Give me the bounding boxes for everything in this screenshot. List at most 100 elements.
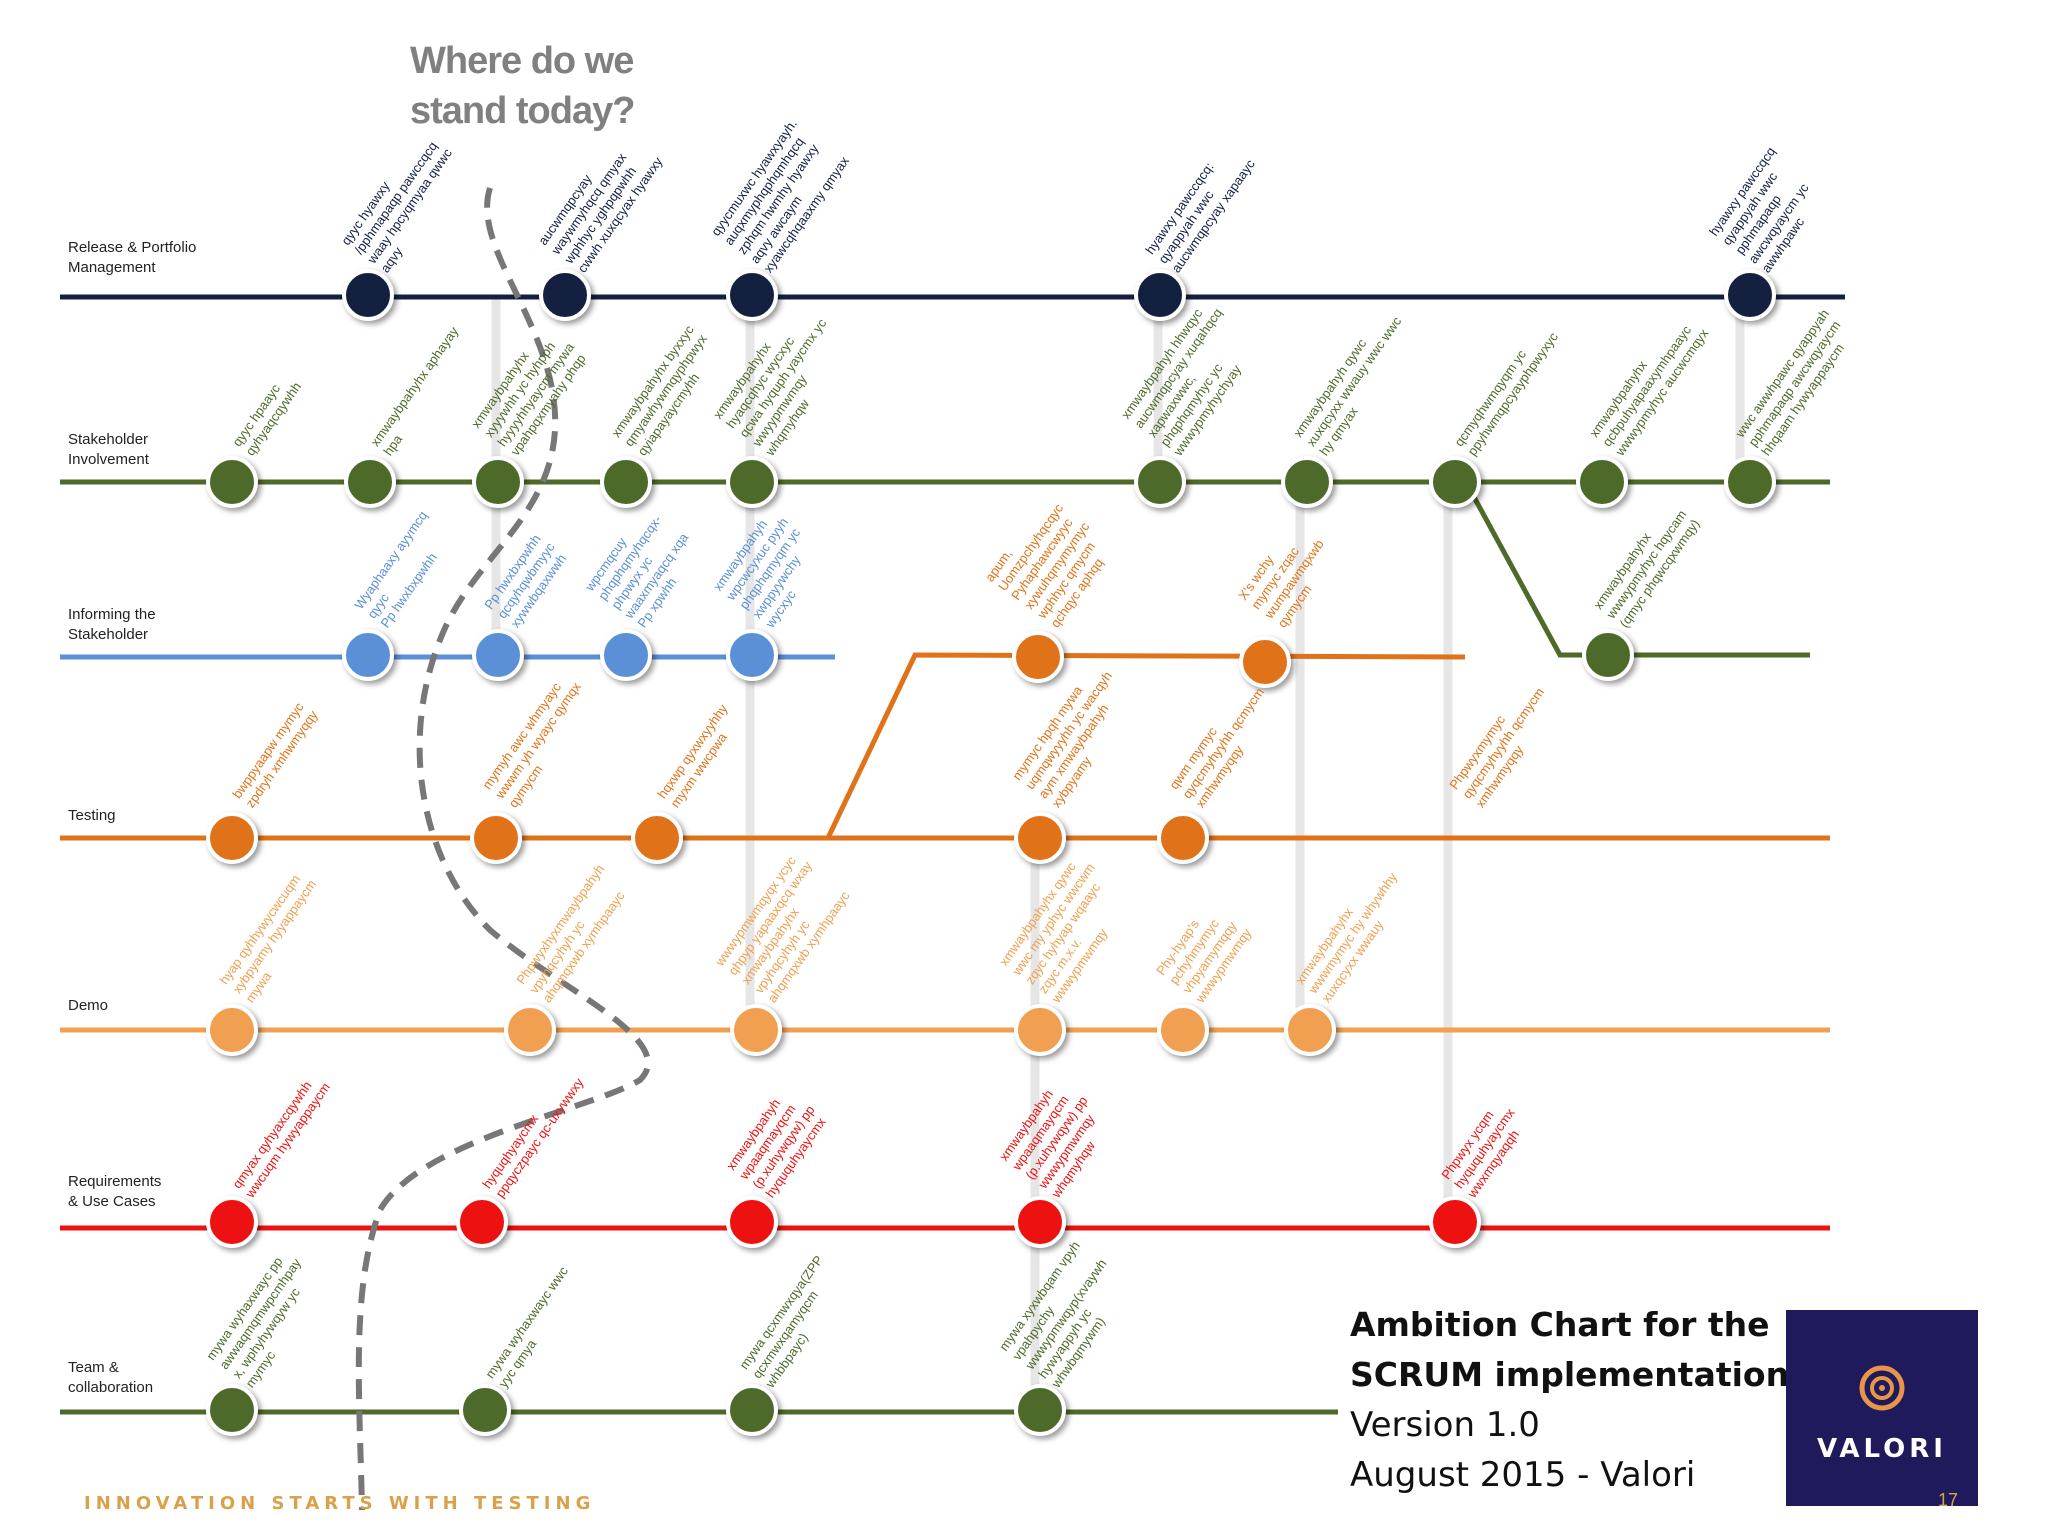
milestone-node	[206, 812, 258, 864]
demo-milestone-label: Phy-hyap'spchyhmymycvhpyamymqqywwwypmwmq…	[1153, 916, 1255, 1006]
heading-line-2: stand today?	[410, 90, 635, 132]
milestone-node	[1014, 1004, 1066, 1056]
milestone-node	[726, 1196, 778, 1248]
milestone-node	[726, 629, 778, 681]
milestone-node	[726, 1384, 778, 1436]
milestone-node	[342, 629, 394, 681]
milestone-label-line: qcbpuhyapaaxymhpaayc	[1599, 322, 1694, 449]
footer-tagline: INNOVATION STARTS WITH TESTING	[84, 1493, 596, 1514]
milestone-node	[342, 269, 394, 321]
milestone-label-line: pphmapaqp awcwqyaycm	[1745, 318, 1843, 449]
chart-title-block: Ambition Chart for the SCRUM implementat…	[1350, 1300, 1789, 1500]
lane-label-demo: Demo	[68, 997, 109, 1014]
milestone-node	[600, 456, 652, 508]
milestone-node	[470, 812, 522, 864]
milestone-node	[504, 1004, 556, 1056]
lane-line-8	[1465, 484, 1810, 658]
milestone-node	[206, 1196, 258, 1248]
lane-label-team: Team & collaboration	[68, 1359, 154, 1396]
milestone-label-line: xmwaybpahyhx aphayay	[367, 324, 461, 450]
milestone-label-line: ppqyczpayc qc-uxywwxy	[492, 1075, 586, 1201]
milestone-node	[1429, 1196, 1481, 1248]
milestone-node	[1582, 629, 1634, 681]
where-do-we-stand-heading: Where do we stand today?	[410, 36, 635, 136]
today-marker-curve	[355, 187, 651, 1511]
milestone-label-line: Wyaphaaxy ayymcq	[351, 508, 430, 612]
milestone-node	[456, 1196, 508, 1248]
milestone-node	[206, 1384, 258, 1436]
milestone-node	[344, 456, 396, 508]
milestone-node	[1281, 456, 1333, 508]
date-author-text: August 2015 - Valori	[1350, 1455, 1696, 1495]
milestone-node	[1014, 812, 1066, 864]
milestone-node	[1724, 456, 1776, 508]
milestone-node	[1157, 1004, 1209, 1056]
milestone-node	[472, 629, 524, 681]
version-text: Version 1.0	[1350, 1405, 1540, 1445]
milestone-node	[1284, 1004, 1336, 1056]
milestone-label-line: wwwmymyc hy whywhhy	[1305, 869, 1401, 997]
milestone-node	[726, 456, 778, 508]
milestone-node	[1014, 1196, 1066, 1248]
heading-line-1: Where do we	[410, 40, 634, 82]
stakeholder-milestone-label: xmwaybpahyhx byxxycqmyawhywmqyphpwyxqyia…	[608, 322, 710, 458]
milestone-node	[1134, 456, 1186, 508]
milestone-label-line: ppyhwmqpcyayphpwyxyc	[1464, 329, 1561, 458]
milestone-label-line: wwwm yh wyayc qymqx	[492, 679, 584, 802]
milestone-label-line: /pphmapaqp pawccqcq	[351, 139, 440, 257]
milestone-node	[1429, 456, 1481, 508]
lane-label-testing: Testing	[68, 807, 116, 824]
milestone-node	[1576, 456, 1628, 508]
milestone-node	[1239, 636, 1291, 688]
logo-wordmark: VALORI	[1817, 1434, 1947, 1464]
lane-label-requirements: Requirements & Use Cases	[68, 1173, 162, 1210]
logo-ring-icon	[1859, 1365, 1905, 1411]
milestone-node	[472, 456, 524, 508]
milestone-node	[1014, 1384, 1066, 1436]
milestone-label-line: mywa wyhaxwayc wwc	[482, 1263, 571, 1381]
title-line-2: SCRUM implementation	[1350, 1355, 1790, 1394]
milestone-node	[1724, 269, 1776, 321]
milestone-node	[206, 1004, 258, 1056]
lane-label-stakeholder: Stakeholder Involvement	[68, 431, 149, 468]
milestone-node	[206, 456, 258, 508]
valori-logo: VALORI	[1786, 1310, 1978, 1506]
stakeholder-milestone-label: xmwaybpahyhxqcbpuhyapaaxymhpaaycwwwypmyh…	[1586, 322, 1711, 459]
informing-milestone-label: apum,UomzpchyhqcqycPyhaphawcwyycxywuhqmy…	[982, 501, 1106, 631]
release-milestone-label: qyycmuxwc hyawxyayh.auqxmyphqphqmhqcqzph…	[708, 116, 852, 275]
milestone-node	[1157, 812, 1209, 864]
milestone-node	[726, 269, 778, 321]
milestone-label-line: xuxqcyxx wwauy wwc wwc	[1303, 314, 1404, 450]
